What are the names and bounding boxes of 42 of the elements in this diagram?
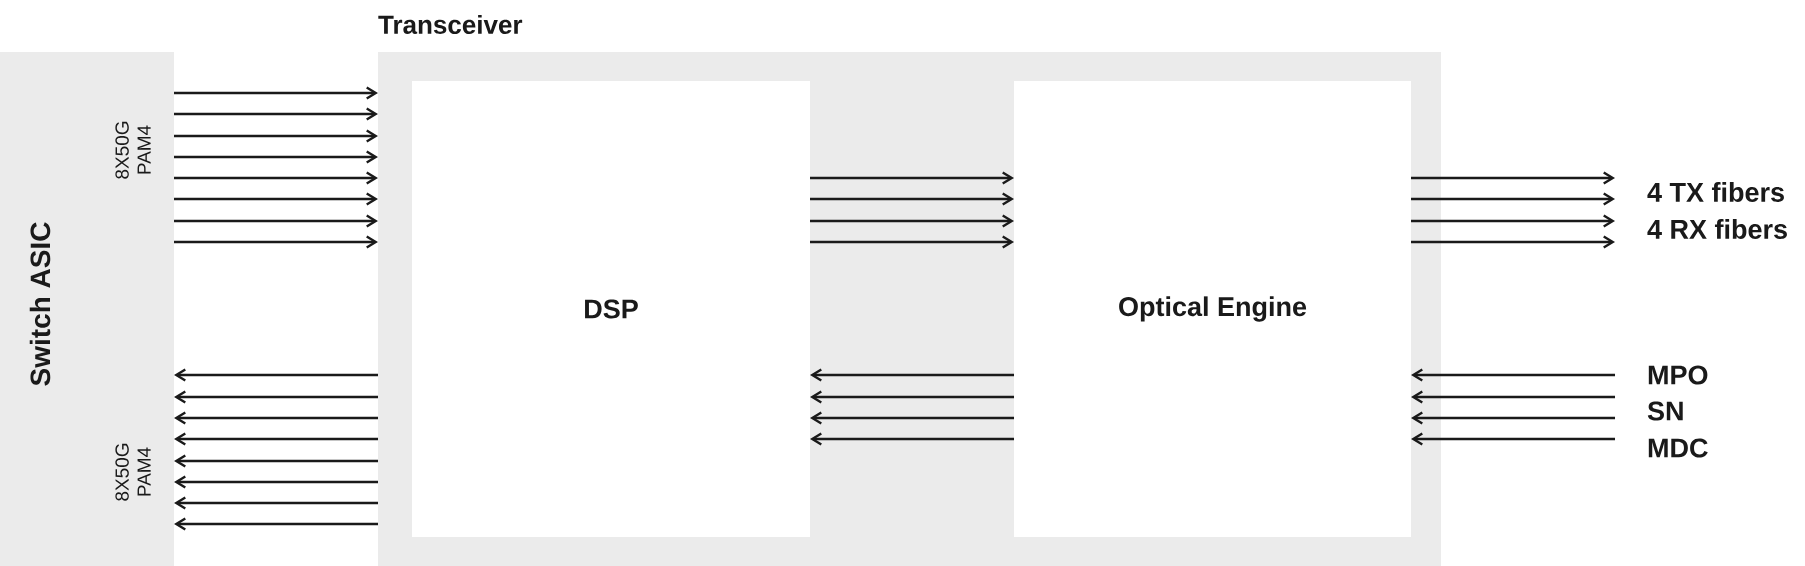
- arrow: [174, 496, 378, 510]
- fiber-label: 4 RX fibers: [1647, 219, 1787, 239]
- arrow: [1411, 171, 1615, 185]
- arrow: [1411, 235, 1615, 249]
- arrow: [174, 107, 378, 121]
- arrow: [810, 235, 1014, 249]
- arrow: [810, 411, 1014, 425]
- fiber-label: 4 TX fibers: [1647, 182, 1784, 202]
- arrow: [174, 214, 378, 228]
- arrow: [174, 235, 378, 249]
- arrow: [1411, 368, 1615, 382]
- arrow: [174, 86, 378, 100]
- arrow: [174, 454, 378, 468]
- arrow: [174, 129, 378, 143]
- arrow: [174, 432, 378, 446]
- connector-label: MDC: [1648, 438, 1708, 458]
- arrow: [810, 171, 1014, 185]
- arrow: [810, 214, 1014, 228]
- signal-label: 8X50G PAM4: [115, 443, 151, 501]
- arrow: [1411, 214, 1615, 228]
- arrow: [1411, 411, 1615, 425]
- arrow: [174, 150, 378, 164]
- arrow: [810, 192, 1014, 206]
- arrow: [174, 475, 378, 489]
- node-label: Transceiver: [378, 14, 523, 34]
- engine-box: Optical Engine: [1014, 81, 1411, 537]
- arrow: [174, 192, 378, 206]
- arrow: [174, 171, 378, 185]
- arrow: [1411, 192, 1615, 206]
- arrow: [174, 368, 378, 382]
- arrow: [810, 368, 1014, 382]
- signal-label: 8X50G PAM4: [115, 121, 151, 179]
- arrow: [174, 390, 378, 404]
- arrow: [810, 390, 1014, 404]
- arrow: [810, 432, 1014, 446]
- connector-label: MPO: [1648, 365, 1708, 385]
- connector-label: SN: [1647, 401, 1683, 421]
- arrow: [174, 517, 378, 531]
- arrow: [174, 411, 378, 425]
- processor-box: DSP: [412, 81, 810, 537]
- arrow: [1411, 390, 1615, 404]
- arrow: [1411, 432, 1615, 446]
